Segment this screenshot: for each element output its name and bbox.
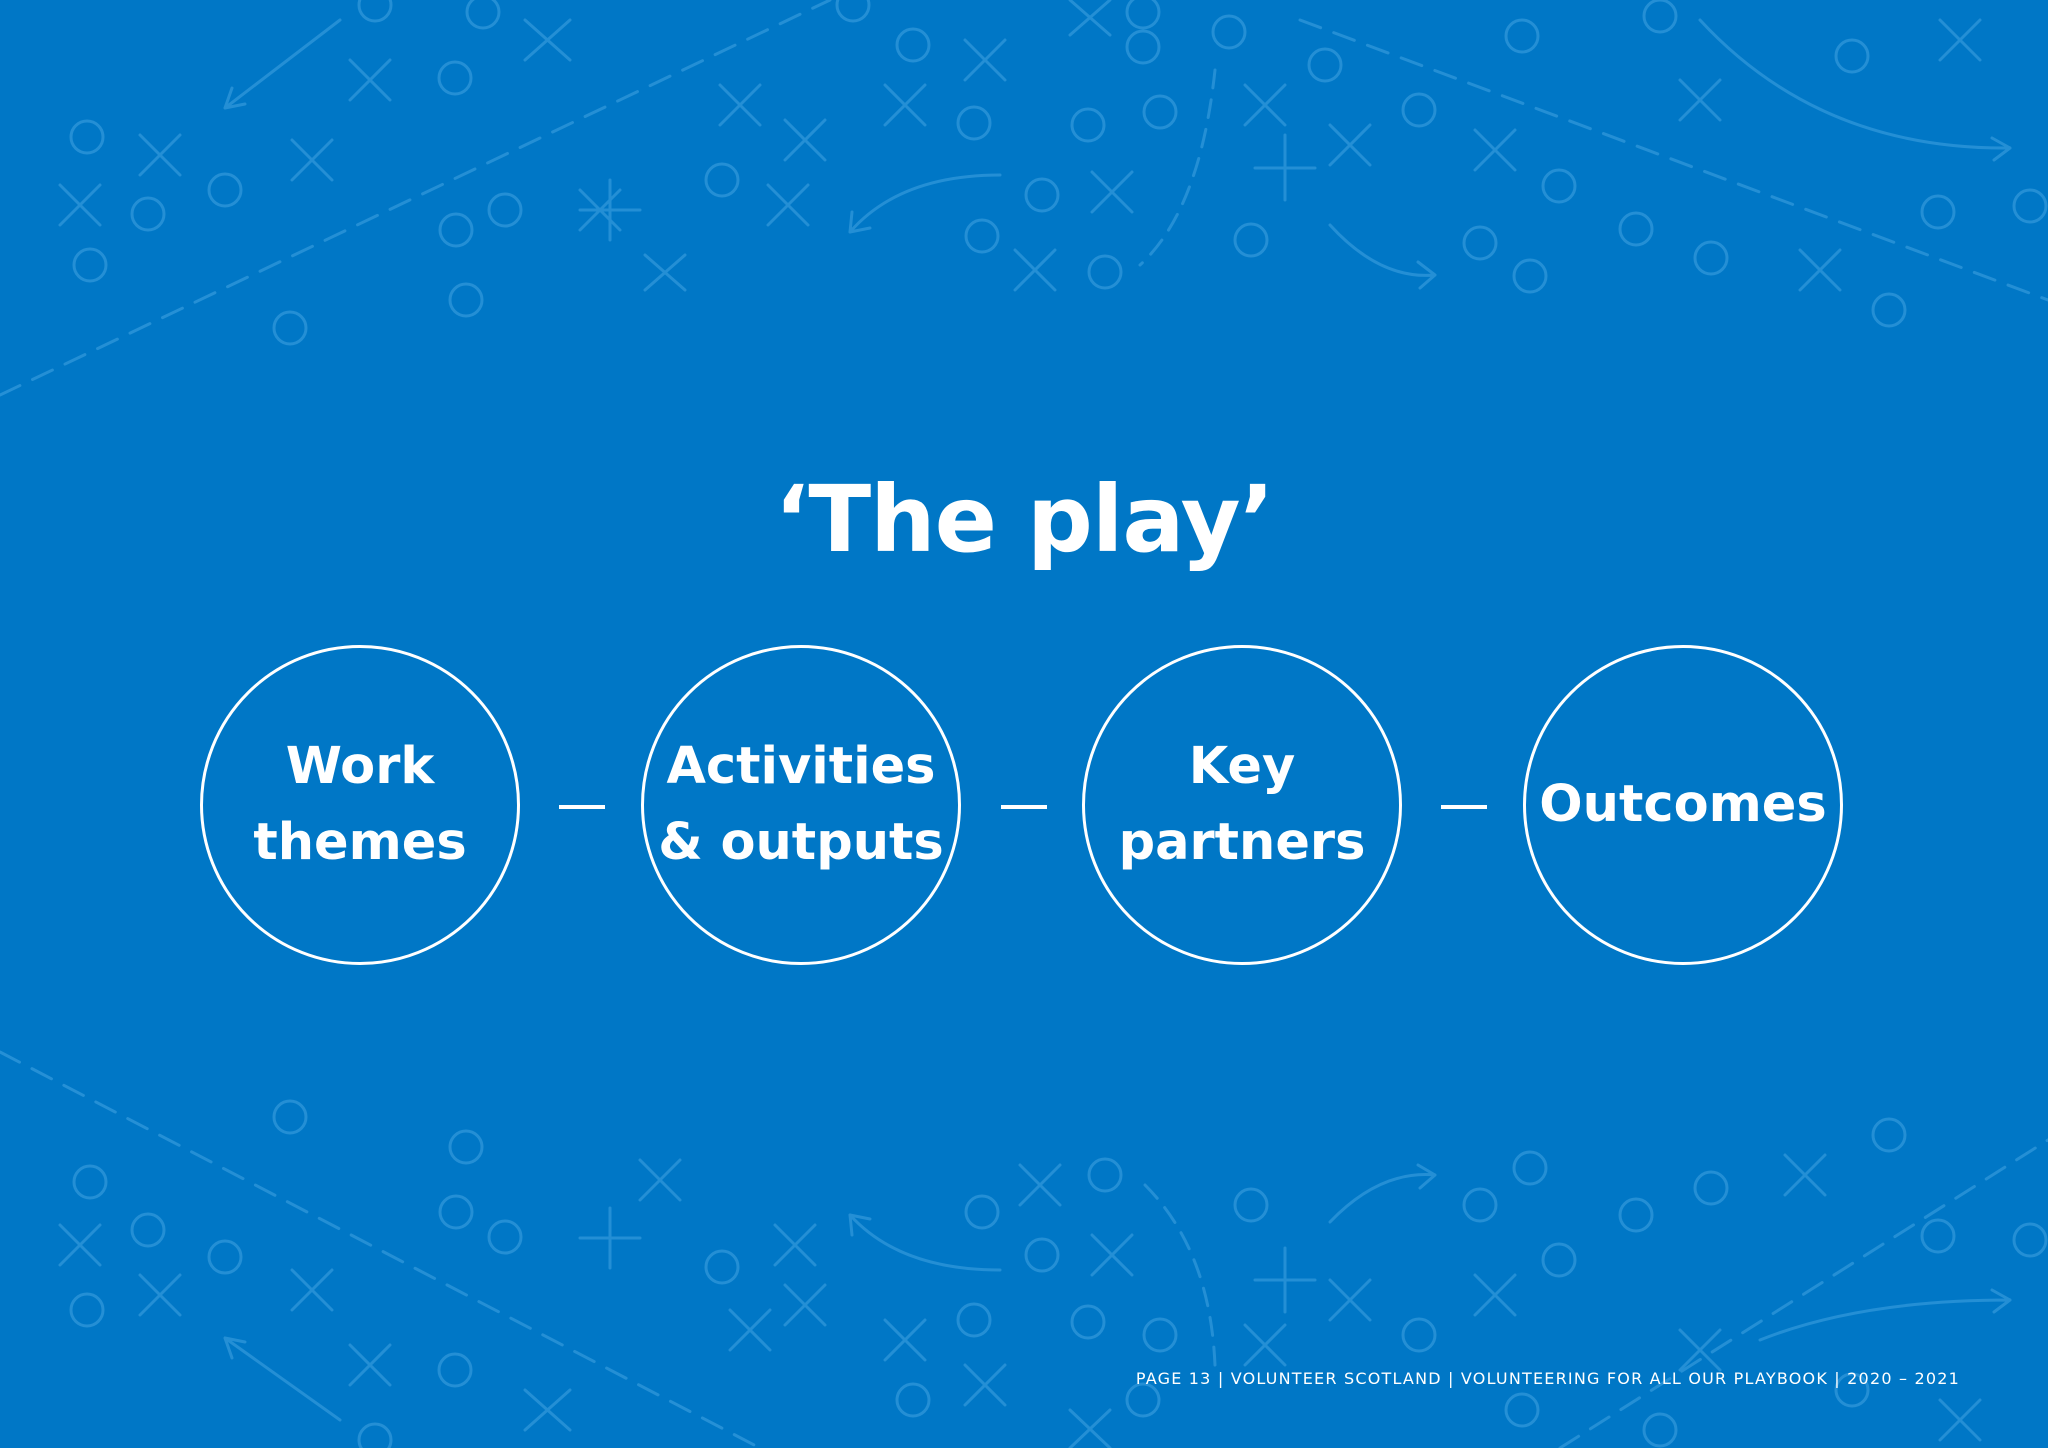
connector-dash [559, 805, 605, 809]
step-circle-outcomes: Outcomes [1523, 645, 1843, 965]
step-label: Work themes [253, 737, 467, 872]
step-label: Key partners [1118, 737, 1366, 872]
step-circle-activities-outputs: Activities & outputs [641, 645, 961, 965]
page-title: ‘The play’ [774, 466, 1274, 573]
page-footer: PAGE 13 | VOLUNTEER SCOTLAND | VOLUNTEER… [1135, 1369, 1960, 1388]
step-label: Outcomes [1539, 775, 1827, 834]
step-circle-key-partners: Key partners [1082, 645, 1402, 965]
step-circle-work-themes: Work themes [200, 645, 520, 965]
step-label: Activities & outputs [658, 737, 944, 872]
connector-dash [1001, 805, 1047, 809]
connector-dash [1441, 805, 1487, 809]
